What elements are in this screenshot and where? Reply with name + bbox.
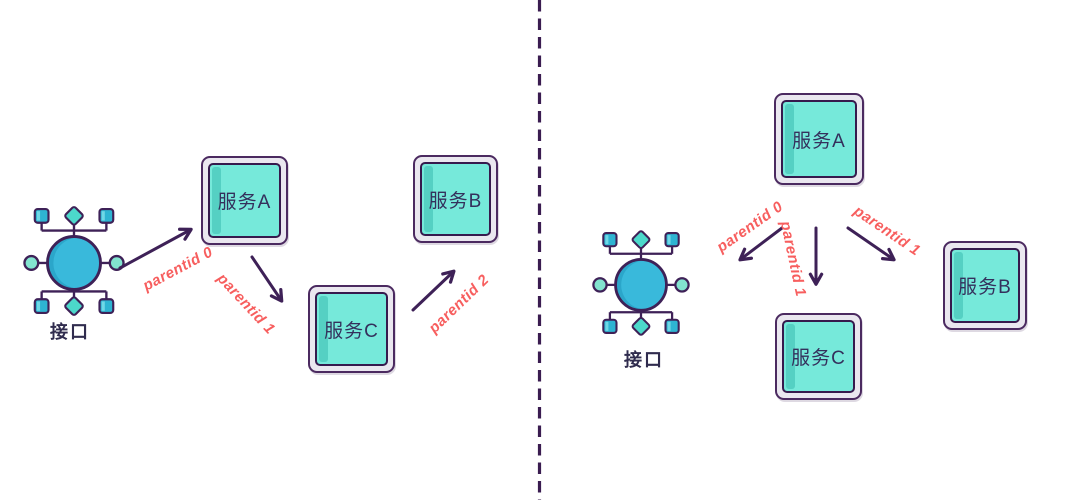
hub-top-nodes bbox=[33, 206, 115, 226]
service-label-b: 服务B bbox=[958, 277, 1012, 298]
service-label-a: 服务A bbox=[217, 192, 272, 213]
hub-center-outline bbox=[46, 235, 102, 291]
service-box-accent-strip bbox=[319, 296, 328, 362]
service-box-b: 服务B bbox=[943, 241, 1027, 330]
hub-left-node-icon bbox=[592, 277, 608, 293]
hub-center-highlight bbox=[53, 237, 101, 289]
service-box-c-inner: 服务C bbox=[782, 320, 855, 393]
hub-bottom-nodes bbox=[602, 316, 680, 336]
service-box-c: 服务C bbox=[308, 285, 395, 373]
service-label-a: 服务A bbox=[792, 130, 846, 152]
edge-label-parentid-0: parentid 0 bbox=[713, 198, 787, 256]
interface-caption: 接口 bbox=[624, 350, 664, 370]
service-label-c: 服务C bbox=[791, 348, 846, 369]
left-panel: 接口 服务A 服务C 服务B bbox=[0, 0, 539, 500]
hub-center-outline bbox=[614, 258, 668, 312]
service-box-c: 服务C bbox=[775, 313, 862, 400]
service-box-b: 服务B bbox=[413, 155, 498, 243]
service-box-a: 服务A bbox=[774, 93, 864, 185]
hub-connectors bbox=[37, 222, 111, 300]
edge-label-parentid-1-mid: parentid 1 bbox=[776, 219, 810, 299]
service-box-a-inner: 服务A bbox=[208, 163, 281, 238]
service-box-accent-strip bbox=[786, 324, 795, 389]
service-box-a: 服务A bbox=[201, 156, 288, 245]
interface-hub-icon bbox=[23, 206, 125, 316]
service-label-b: 服务B bbox=[428, 190, 483, 212]
service-box-accent-strip bbox=[954, 252, 963, 319]
service-box-accent-strip bbox=[212, 167, 221, 234]
hub-right-node-icon bbox=[674, 277, 690, 293]
service-box-accent-strip bbox=[785, 104, 794, 174]
service-label-c: 服务C bbox=[324, 320, 379, 342]
hub-left-node-icon bbox=[23, 254, 40, 272]
edge-label-parentid-1-right: parentid 1 bbox=[850, 202, 924, 260]
service-box-a-inner: 服务A bbox=[781, 100, 857, 178]
service-box-c-inner: 服务C bbox=[315, 292, 388, 366]
interface-caption: 接口 bbox=[50, 322, 90, 342]
service-box-b-inner: 服务B bbox=[420, 162, 491, 236]
hub-bottom-nodes bbox=[33, 296, 115, 316]
interface-hub-icon bbox=[592, 230, 690, 336]
service-box-b-inner: 服务B bbox=[950, 248, 1020, 323]
hub-center-highlight bbox=[621, 260, 667, 310]
service-box-accent-strip bbox=[424, 166, 433, 232]
hub-top-nodes bbox=[602, 230, 680, 250]
